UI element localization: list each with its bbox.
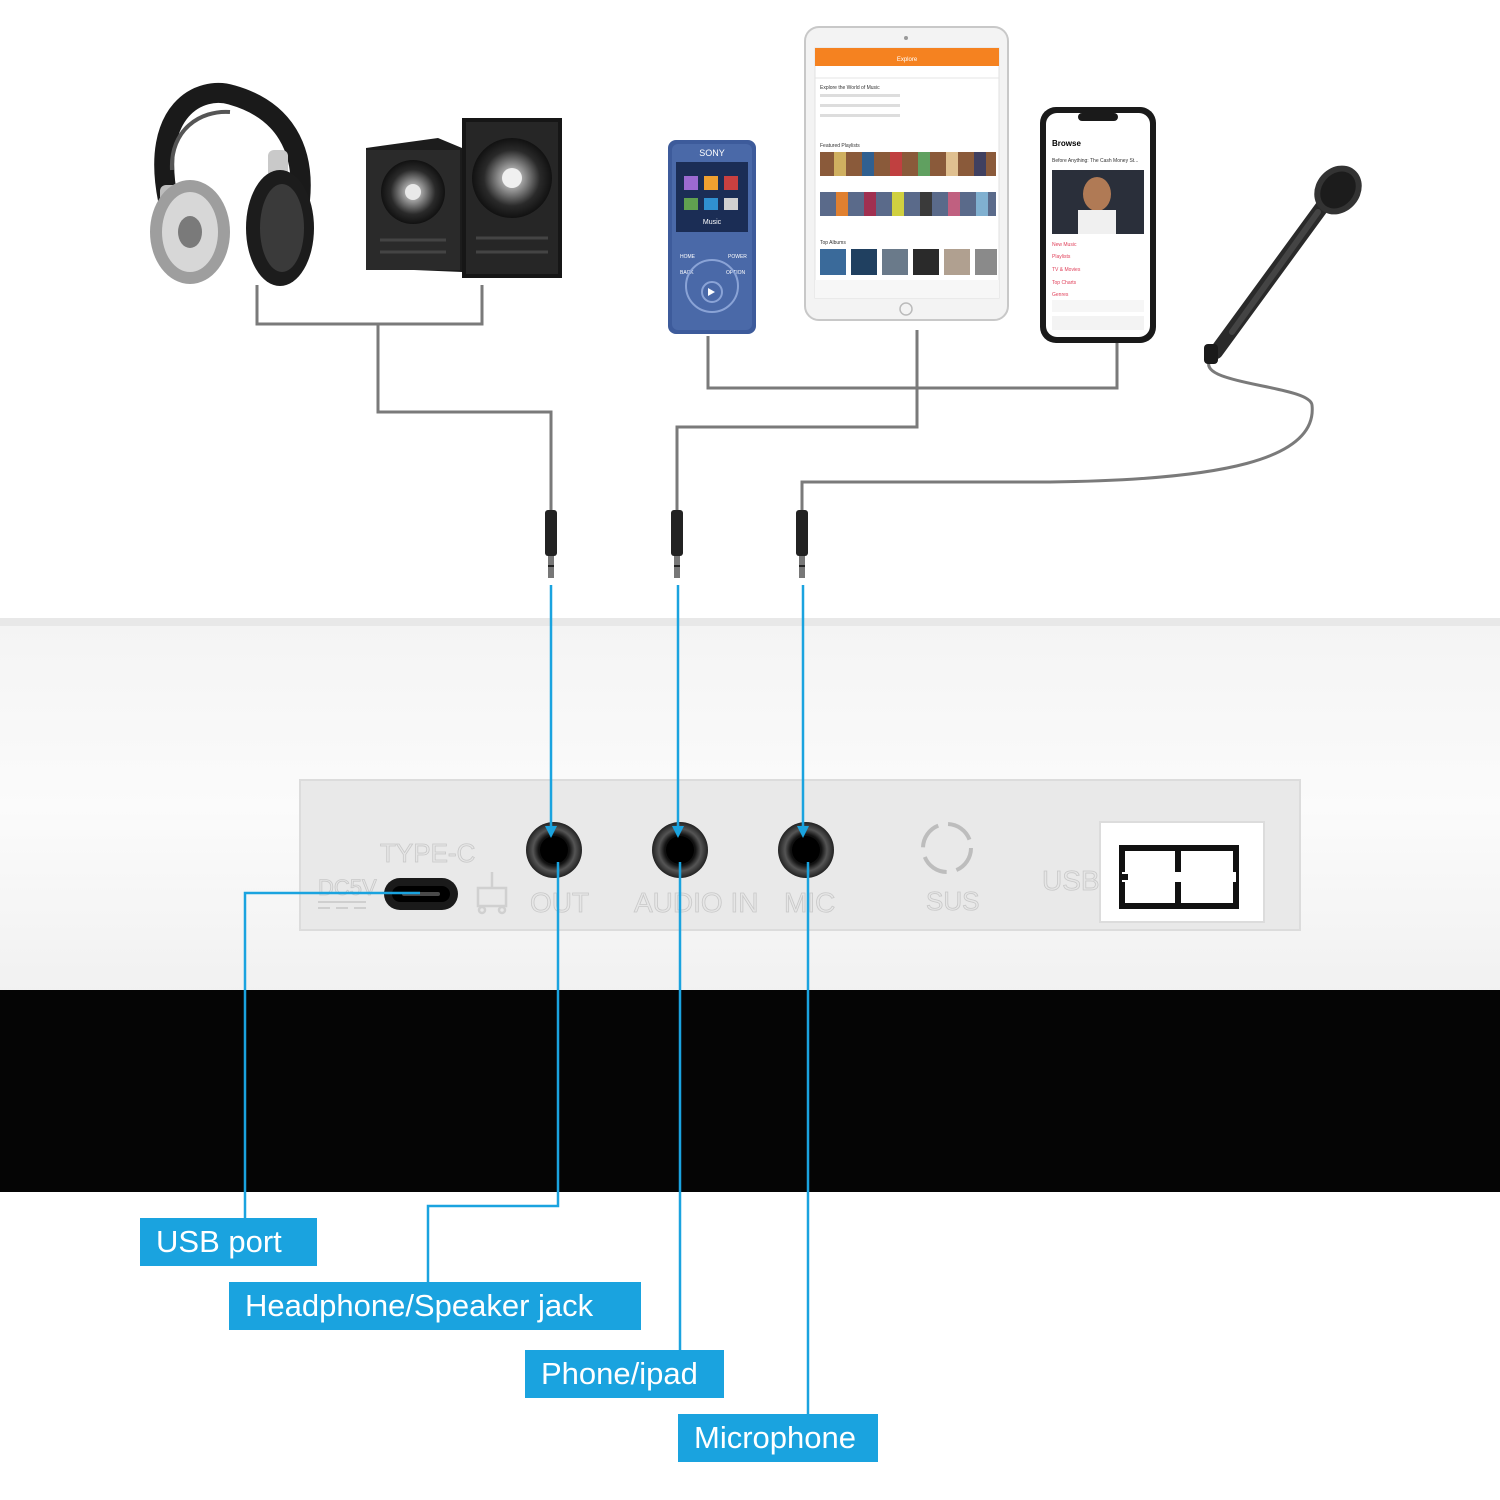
mp3-player-icon: SONY Music HOME POWER BACK OPTION: [668, 140, 756, 334]
headphones-icon: [150, 82, 314, 286]
mp3-option: OPTION: [726, 270, 746, 276]
callout-lines: [243, 585, 810, 1416]
phone-menu-3: Top Charts: [1052, 280, 1077, 286]
audio-plug-out: [545, 510, 557, 578]
tablet-header: Explore: [897, 57, 918, 63]
out-label: OUT: [530, 887, 589, 918]
tablet-icon: Explore Explore the World of Music Featu…: [804, 26, 1009, 321]
usb-b-port[interactable]: [1099, 821, 1265, 923]
callout-usb-port: USB port: [140, 1218, 317, 1266]
mp3-power: POWER: [728, 254, 747, 260]
phone-subtitle: Before Anything: The Cash Money St...: [1052, 158, 1138, 164]
dc-symbol-icon: [318, 901, 366, 909]
tablet-album-grid: [820, 152, 996, 216]
keyboard-black-base: [0, 990, 1500, 1192]
callout-microphone: Microphone: [678, 1414, 878, 1462]
device-connector-lines: [255, 285, 1314, 515]
phone-menu-1: Playlists: [1052, 254, 1071, 260]
mp3-home: HOME: [680, 254, 696, 260]
tablet-section-2: Top Albums: [820, 240, 846, 246]
sus-label: SUS: [926, 886, 979, 916]
keyboard-body: [0, 618, 1500, 1192]
usb-label: USB: [1042, 865, 1100, 896]
audio-in-jack[interactable]: [652, 822, 708, 878]
phone-title: Browse: [1052, 139, 1081, 148]
out-jack[interactable]: [526, 822, 582, 878]
type-c-label: TYPE-C: [380, 838, 475, 868]
microphone-icon: [1204, 165, 1362, 364]
phone-menu-2: TV & Movies: [1052, 267, 1081, 273]
mp3-brand: SONY: [699, 148, 725, 158]
audio-plug-audio-in: [671, 510, 683, 578]
tablet-heading: Explore the World of Music: [820, 85, 880, 91]
sus-jack[interactable]: [921, 822, 973, 874]
usb-c-port[interactable]: [384, 878, 458, 910]
audio-in-label: AUDIO IN: [634, 887, 758, 918]
speakers-icon: [366, 118, 562, 278]
phone-menu-4: Genres: [1052, 292, 1069, 298]
tablet-section-1: Featured Playlists: [820, 143, 860, 149]
mp3-screen-label: Music: [703, 219, 722, 226]
computer-symbol-icon: [476, 872, 508, 915]
dc-label: DC5V: [318, 875, 377, 900]
phone-menu-0: New Music: [1052, 242, 1077, 248]
tablet-top-albums: [820, 249, 997, 275]
callout-headphone-jack: Headphone/Speaker jack: [229, 1282, 641, 1330]
phone-icon: Browse Before Anything: The Cash Money S…: [1040, 107, 1156, 343]
mp3-back: BACK: [680, 270, 694, 276]
callout-phone-ipad: Phone/ipad: [525, 1350, 724, 1398]
mic-jack[interactable]: [778, 822, 834, 878]
mic-label: MIC: [784, 887, 835, 918]
audio-plug-mic: [796, 510, 808, 578]
